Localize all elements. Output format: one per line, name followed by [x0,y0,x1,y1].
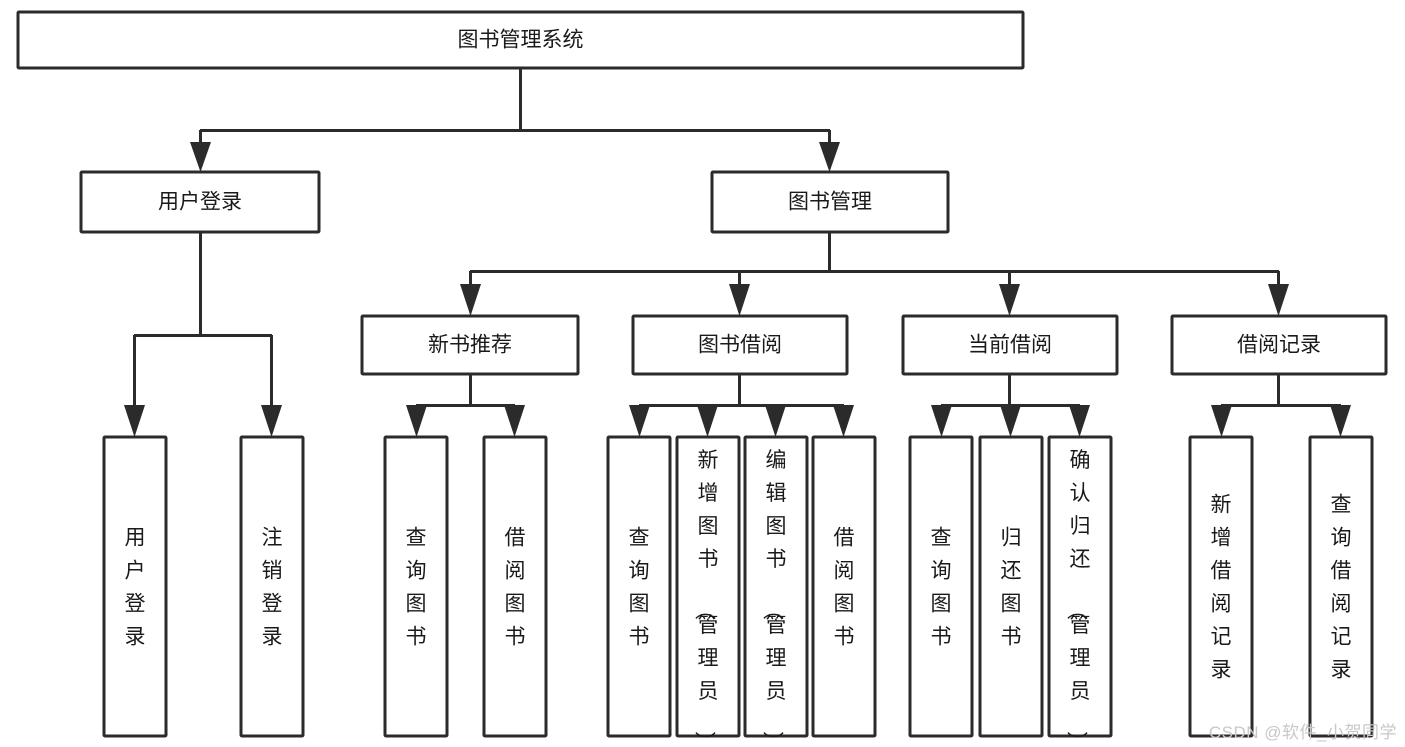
node-leaf-confirm-return-admin-box[interactable] [1047,435,1113,738]
node-borrow-record[interactable]: 借阅记录 [1170,314,1388,376]
arrow-to-leaf-query-book-bb [629,405,650,437]
arrow-to-current-borrow [999,284,1020,316]
arrow-to-book-borrow [729,284,750,316]
node-leaf-borrow-book-bb-box[interactable] [811,435,877,738]
node-leaf-query-book-cb[interactable]: 查询图书 [908,435,974,738]
node-leaf-edit-book-admin[interactable]: 编辑图书（管理员） [743,435,809,747]
connector-group-user-login [124,232,282,437]
node-root[interactable]: 图书管理系统 [16,10,1025,70]
node-leaf-return-book[interactable]: 归还图书 [978,435,1044,738]
node-user-login-label: 用户登录 [158,191,242,214]
node-leaf-query-book-cb-box[interactable] [908,435,974,738]
node-leaf-user-logout-label: 注销登录 [262,527,283,649]
node-leaf-return-book-label: 归还图书 [1001,527,1022,649]
node-leaf-user-login-box[interactable] [102,435,168,738]
leaf-node-layer: 用户登录 注销登录 查询图书 借阅图书 查询图书 新增图书（管理员） 编辑图书（管理员） 借阅… [102,435,1374,747]
node-leaf-add-borrow-record-label: 新增借阅记录 [1211,494,1232,682]
node-leaf-query-borrow-record-label: 查询借阅记录 [1331,494,1352,682]
node-root-box[interactable] [16,10,1025,70]
node-leaf-query-book-rec[interactable]: 查询图书 [383,435,449,738]
node-book-borrow-box[interactable] [631,314,849,376]
arrow-to-leaf-user-login [124,405,145,437]
node-leaf-query-book-bb-label: 查询图书 [629,527,650,649]
node-leaf-borrow-book-bb-label: 借阅图书 [834,527,855,649]
node-borrow-record-box[interactable] [1170,314,1388,376]
node-current-borrow-label: 当前借阅 [968,334,1052,357]
node-leaf-query-book-rec-label: 查询图书 [406,527,427,649]
arrow-to-leaf-borrow-book-rec [504,405,525,437]
arrow-root-to-book-manage [819,142,840,172]
arrow-to-leaf-borrow-book-bb [833,405,854,437]
arrow-to-leaf-edit-book-admin [765,405,786,437]
arrow-to-leaf-user-logout [261,405,282,437]
node-leaf-add-borrow-record-box[interactable] [1188,435,1254,738]
node-new-book-rec-label: 新书推荐 [428,334,512,357]
node-leaf-add-borrow-record[interactable]: 新增借阅记录 [1188,435,1254,738]
node-leaf-borrow-book-rec[interactable]: 借阅图书 [482,435,548,738]
node-leaf-borrow-book-rec-label: 借阅图书 [505,527,526,649]
connector-group-root [190,68,840,172]
node-user-login-box[interactable] [79,170,321,234]
node-leaf-query-book-cb-label: 查询图书 [931,527,952,649]
arrow-to-new-book-rec [460,284,481,316]
arrow-to-leaf-query-book-cb [931,405,952,437]
node-leaf-add-book-admin-label: 新增图书（管理员） [693,449,719,747]
node-leaf-query-borrow-record-box[interactable] [1308,435,1374,738]
node-leaf-confirm-return-admin[interactable]: 确认归还（管理员） [1047,435,1113,747]
node-leaf-edit-book-admin-box[interactable] [743,435,809,738]
node-leaf-user-logout[interactable]: 注销登录 [239,435,305,738]
arrow-to-leaf-add-book-admin [697,405,718,437]
node-book-manage-box[interactable] [710,170,950,234]
node-leaf-user-logout-box[interactable] [239,435,305,738]
node-borrow-record-label: 借阅记录 [1237,334,1321,357]
arrow-to-leaf-query-book-rec [406,405,427,437]
node-leaf-user-login-label: 用户登录 [125,527,146,649]
arrow-to-leaf-confirm-return-admin [1069,405,1090,437]
node-leaf-user-login[interactable]: 用户登录 [102,435,168,738]
node-leaf-add-book-admin-box[interactable] [675,435,741,738]
node-leaf-return-book-box[interactable] [978,435,1044,738]
node-leaf-query-book-bb[interactable]: 查询图书 [606,435,672,738]
node-new-book-rec[interactable]: 新书推荐 [360,314,580,376]
node-leaf-borrow-book-bb[interactable]: 借阅图书 [811,435,877,738]
node-book-borrow-label: 图书借阅 [698,334,782,357]
arrow-to-leaf-add-borrow-record [1211,405,1232,437]
connector-group-borrow-record [1211,374,1351,437]
node-leaf-confirm-return-admin-label: 确认归还（管理员） [1065,449,1091,747]
node-user-login[interactable]: 用户登录 [79,170,321,234]
node-leaf-query-book-rec-box[interactable] [383,435,449,738]
arrow-to-leaf-return-book [1000,405,1021,437]
connector-group-book-borrow [629,374,854,437]
node-leaf-edit-book-admin-label: 编辑图书（管理员） [761,449,787,747]
node-current-borrow[interactable]: 当前借阅 [901,314,1119,376]
node-book-manage[interactable]: 图书管理 [710,170,950,234]
node-current-borrow-box[interactable] [901,314,1119,376]
arrow-to-leaf-query-borrow-record [1330,405,1351,437]
connector-group-current-borrow [931,374,1090,437]
arrow-to-borrow-record [1268,284,1289,316]
node-leaf-query-borrow-record[interactable]: 查询借阅记录 [1308,435,1374,738]
node-book-manage-label: 图书管理 [788,191,872,214]
node-leaf-add-book-admin[interactable]: 新增图书（管理员） [675,435,741,747]
node-book-borrow[interactable]: 图书借阅 [631,314,849,376]
node-new-book-rec-box[interactable] [360,314,580,376]
connector-group-new-book-rec [406,374,525,437]
node-leaf-query-book-bb-box[interactable] [606,435,672,738]
arrow-root-to-user-login [190,142,211,172]
node-leaf-borrow-book-rec-box[interactable] [482,435,548,738]
connector-group-book-manage [460,232,1289,316]
node-root-label: 图书管理系统 [458,29,584,52]
